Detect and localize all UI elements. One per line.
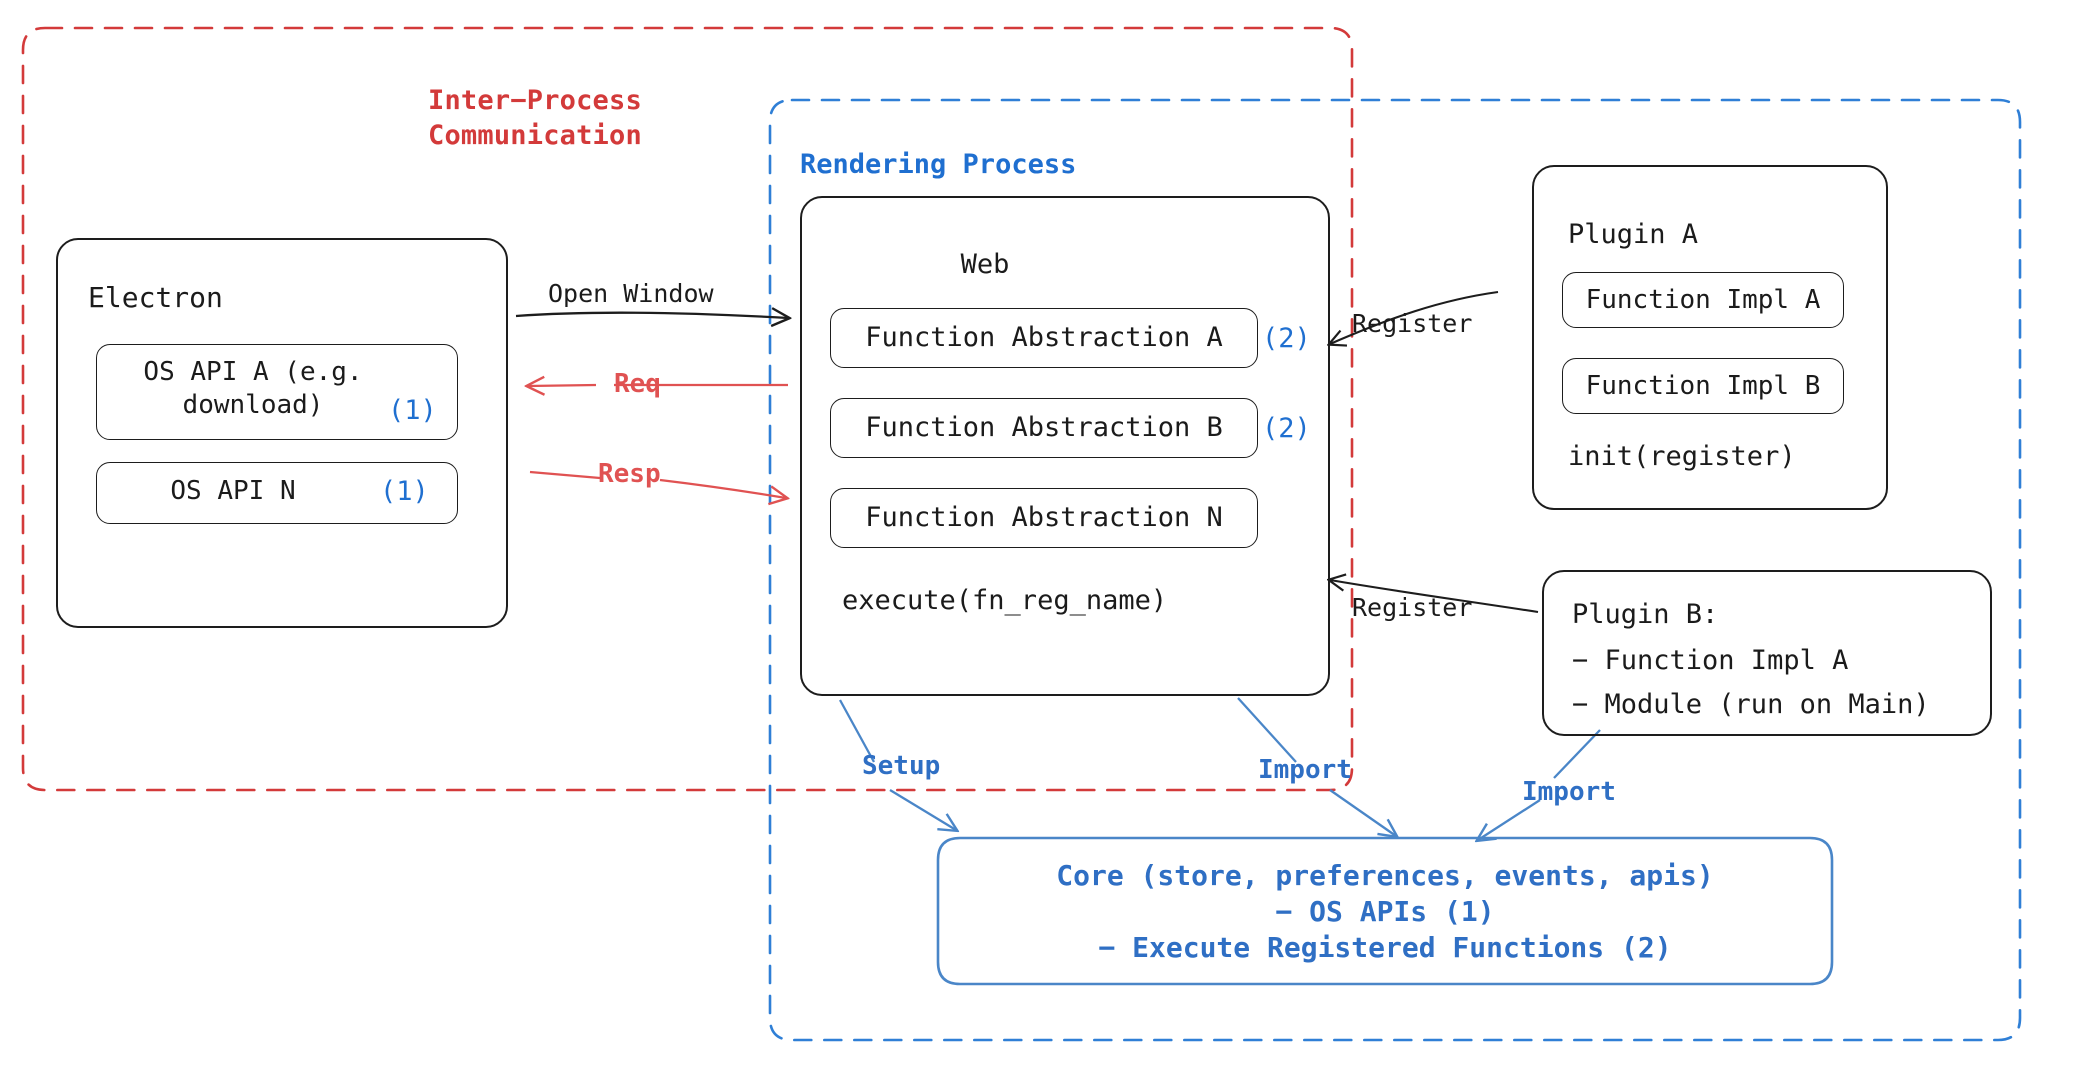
edge-label-resp: Resp	[598, 459, 661, 489]
core-box[interactable]	[936, 836, 1834, 986]
edge-open-window	[515, 313, 788, 318]
os-api-a-marker: (1)	[388, 395, 437, 426]
function-abstraction-b-box[interactable]	[830, 398, 1258, 458]
rendering-process-label: Rendering Process	[800, 149, 1077, 180]
function-abstraction-n-box[interactable]	[830, 488, 1258, 548]
plugin-a-title: Plugin A	[1568, 219, 1699, 250]
edge-label-register-plugin-a: Register	[1352, 309, 1473, 338]
os-api-n-label: OS API N	[170, 476, 296, 506]
plugin-a-footer-init: init(register)	[1568, 441, 1796, 472]
plugin-a-function-impl-b-label: Function Impl B	[1585, 371, 1821, 401]
core-line-1: Core (store, preferences, events, apis)	[1056, 859, 1714, 892]
os-api-n-marker: (1)	[380, 476, 429, 507]
function-abstraction-a-box[interactable]	[830, 308, 1258, 368]
edge-register-plugin-b	[1330, 580, 1539, 614]
plugin-a-function-impl-a-label: Function Impl A	[1585, 285, 1821, 315]
function-abstraction-b-label: Function Abstraction B	[865, 412, 1223, 443]
web-footer-execute: execute(fn_reg_name)	[842, 585, 1168, 616]
edge-req	[528, 385, 788, 386]
function-abstraction-n-label: Function Abstraction N	[865, 502, 1223, 533]
web-title: Web	[960, 249, 1010, 280]
edge-import-plugin-b	[1478, 729, 1601, 840]
plugin-b-title: Plugin B:	[1572, 599, 1719, 630]
plugin-b-box[interactable]	[1542, 570, 1992, 736]
web-box[interactable]	[800, 196, 1330, 696]
electron-box[interactable]	[56, 238, 508, 628]
edge-import-web	[1237, 697, 1396, 836]
plugin-a-function-impl-b-box[interactable]	[1562, 358, 1844, 414]
edge-resp	[529, 470, 786, 498]
edge-setup	[838, 699, 956, 830]
os-api-a-box[interactable]	[96, 344, 458, 440]
ipc-label: Inter−Process Communication	[428, 85, 642, 151]
edge-label-setup: Setup	[862, 751, 941, 781]
function-abstraction-a-label: Function Abstraction A	[865, 322, 1223, 353]
edge-label-req: Req	[614, 369, 661, 399]
function-abstraction-a-marker: (2)	[1262, 323, 1311, 354]
function-abstraction-b-marker: (2)	[1262, 413, 1311, 444]
plugin-a-function-impl-a-box[interactable]	[1562, 272, 1844, 328]
plugin-b-line-1: − Function Impl A	[1572, 645, 1849, 676]
os-api-n-box[interactable]	[96, 462, 458, 524]
edge-register-plugin-a	[1330, 290, 1499, 344]
plugin-b-line-2: − Module (run on Main)	[1572, 689, 1930, 720]
plugin-a-box[interactable]	[1532, 165, 1888, 510]
rendering-process-boundary	[768, 98, 2022, 1042]
core-line-3: − Execute Registered Functions (2)	[1098, 931, 1672, 964]
edge-label-import-web: Import	[1258, 755, 1352, 785]
edge-label-import-plugin-b: Import	[1522, 777, 1616, 807]
core-line-2: − OS APIs (1)	[1275, 895, 1495, 928]
os-api-a-label: OS API A (e.g. download)	[143, 357, 363, 421]
electron-title: Electron	[88, 281, 223, 314]
edge-label-register-plugin-b: Register	[1352, 593, 1473, 622]
edge-label-open-window: Open Window	[548, 279, 714, 308]
